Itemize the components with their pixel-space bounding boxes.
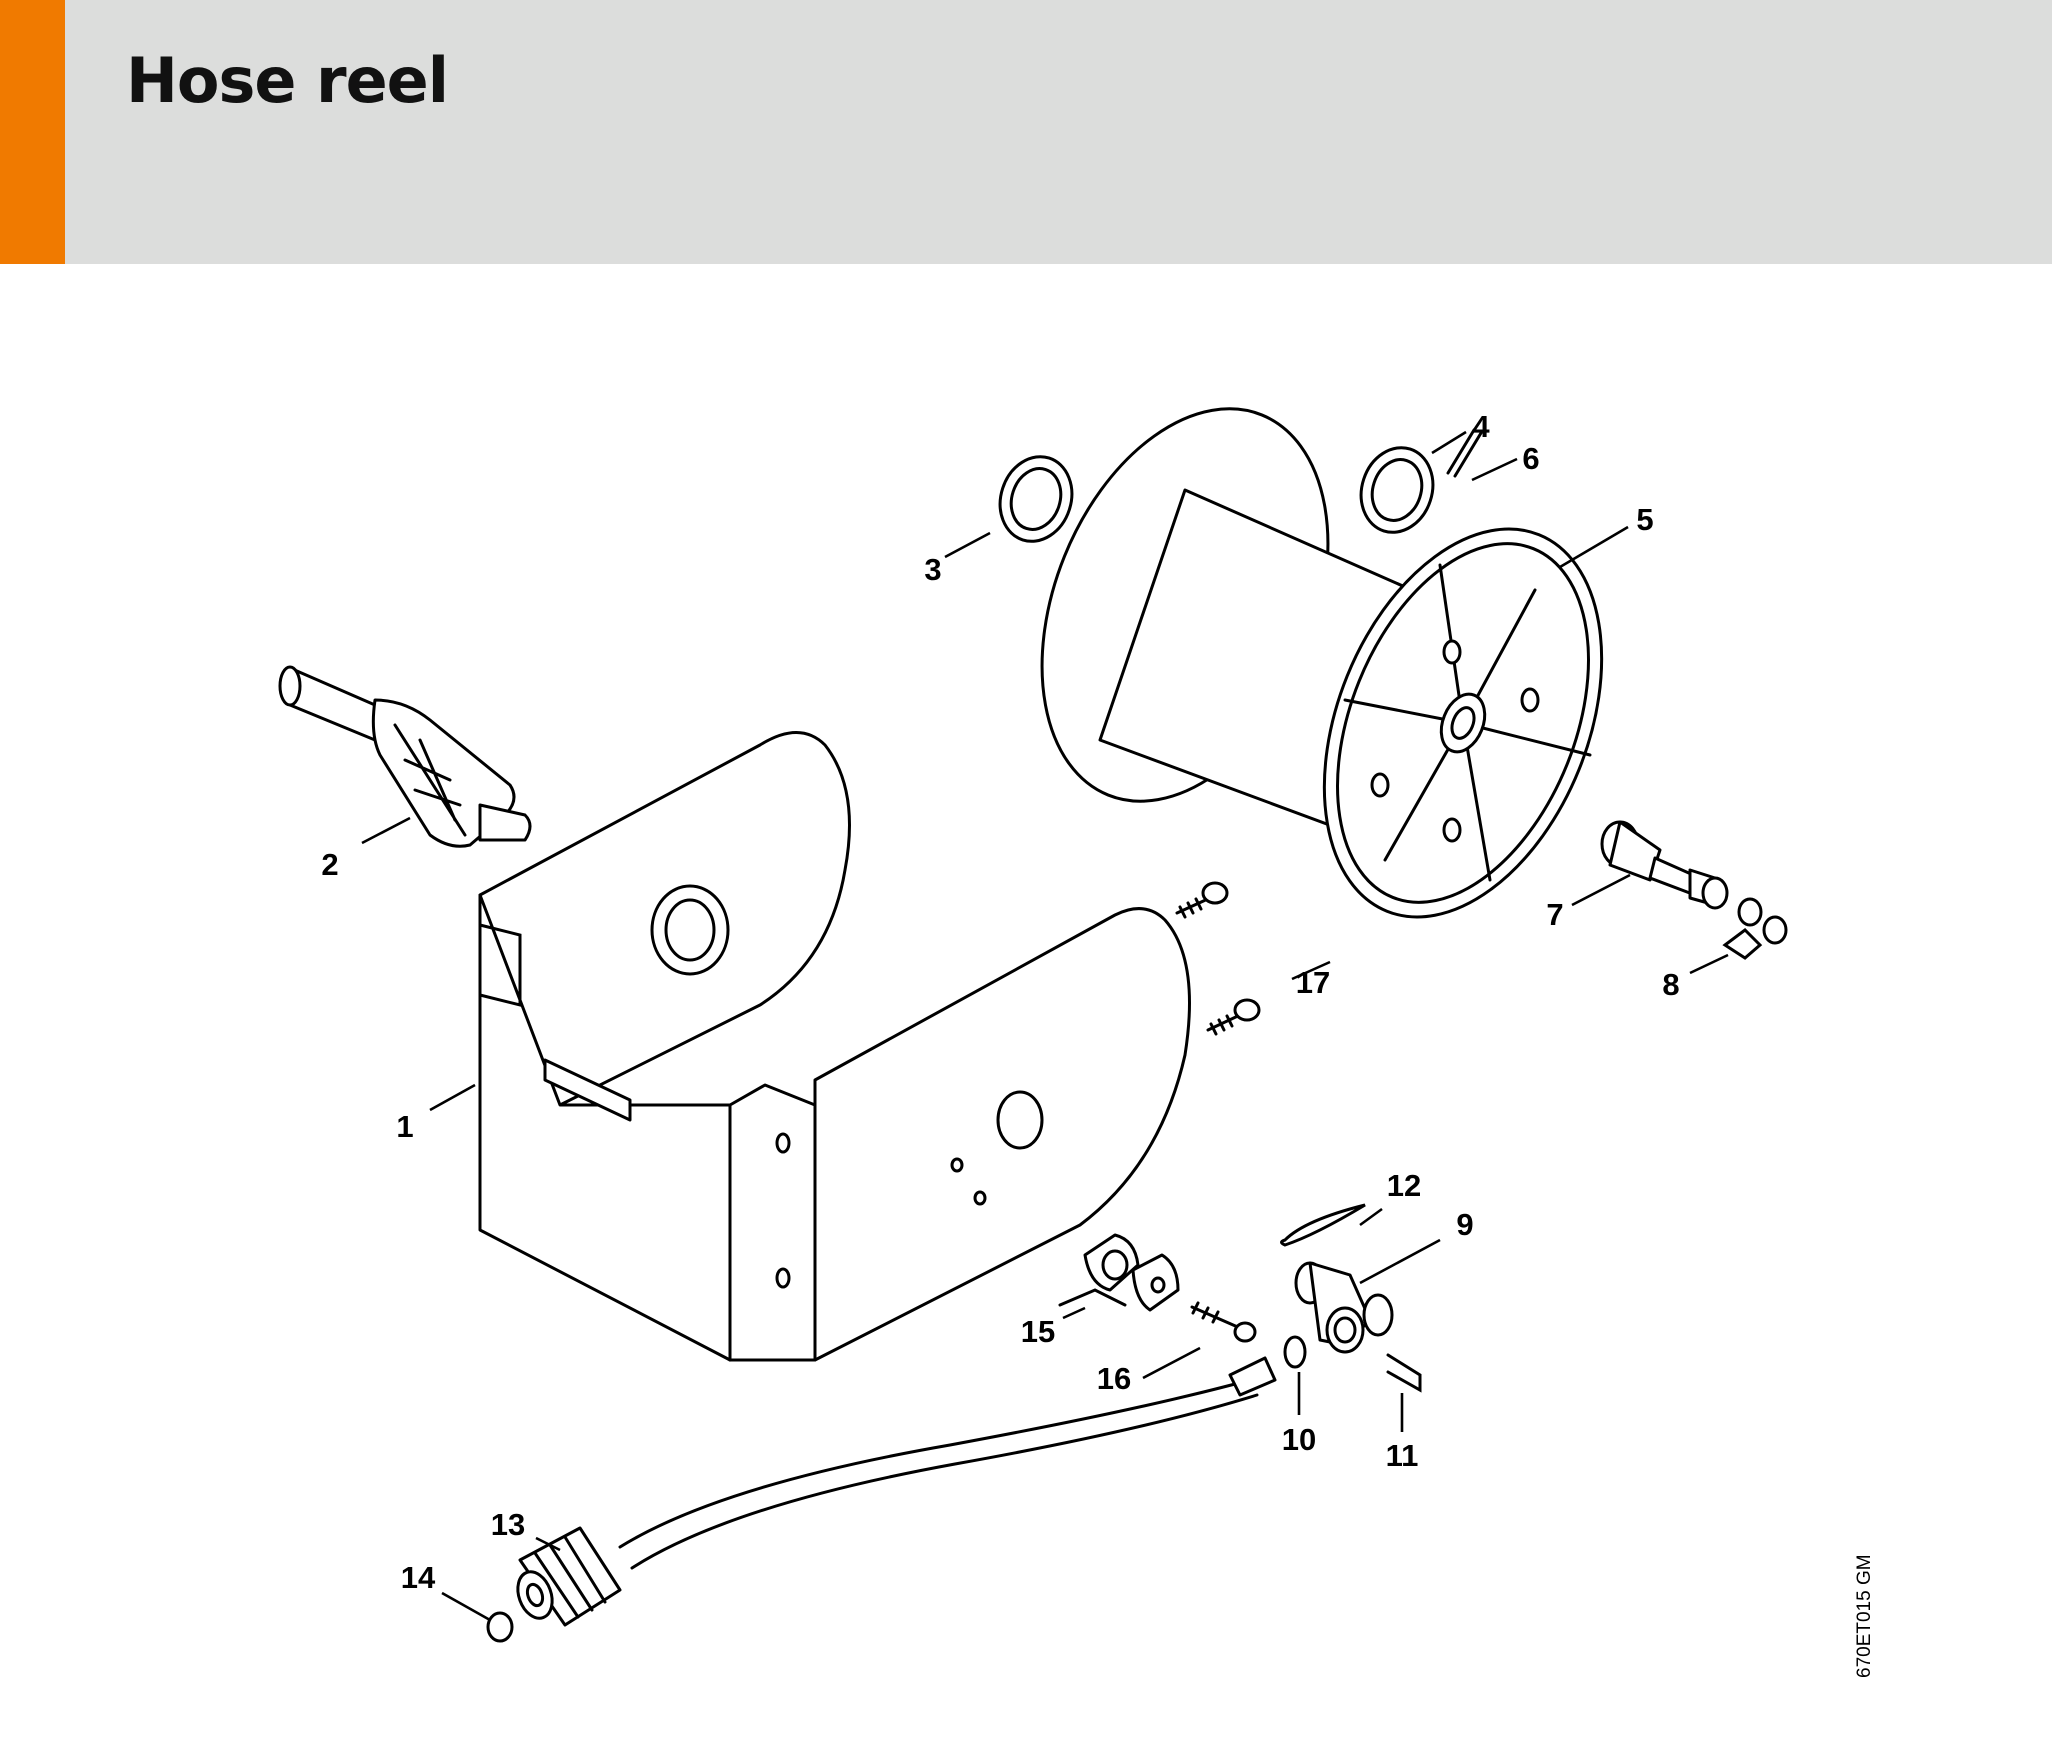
swivel-fitting bbox=[1600, 820, 1729, 910]
frame-housing bbox=[478, 731, 1191, 1362]
callout-15: 15 bbox=[1021, 1314, 1055, 1349]
callout-8: 8 bbox=[1662, 967, 1679, 1002]
high-pressure-hose bbox=[516, 1356, 1277, 1627]
callout-13: 13 bbox=[491, 1507, 525, 1542]
tapping-screw bbox=[1190, 1301, 1257, 1343]
handle bbox=[278, 665, 532, 848]
callout-6: 6 bbox=[1522, 441, 1539, 476]
callout-16: 16 bbox=[1097, 1361, 1131, 1396]
callout-9: 9 bbox=[1456, 1207, 1473, 1242]
callout-4: 4 bbox=[1472, 409, 1490, 444]
callout-2: 2 bbox=[321, 847, 338, 882]
callout-17: 17 bbox=[1296, 965, 1330, 1000]
drawing-code: 670ET015 GM bbox=[1854, 1554, 1875, 1678]
o-ring-hose bbox=[486, 1611, 514, 1643]
screw-lower bbox=[1206, 998, 1261, 1036]
pin bbox=[1446, 428, 1483, 478]
retaining-clip bbox=[1386, 1353, 1422, 1393]
callout-5: 5 bbox=[1636, 502, 1653, 537]
page-title: Hose reel bbox=[126, 44, 449, 117]
callout-7: 7 bbox=[1546, 897, 1563, 932]
callout-12: 12 bbox=[1387, 1168, 1421, 1203]
callout-14: 14 bbox=[401, 1560, 436, 1595]
leader-lines bbox=[361, 430, 1729, 1622]
callout-10: 10 bbox=[1282, 1422, 1316, 1457]
hose-guide-clips bbox=[1058, 1233, 1180, 1312]
page-header: Hose reel bbox=[0, 0, 2052, 264]
screw-upper bbox=[1175, 881, 1229, 919]
accent-bar bbox=[0, 0, 65, 264]
o-ring-coupling bbox=[1283, 1335, 1307, 1369]
reel-drum bbox=[1040, 407, 1604, 919]
elbow-coupling bbox=[1294, 1261, 1394, 1354]
callout-labels: 1 2 3 4 5 6 7 8 9 10 11 12 13 14 15 16 1… bbox=[321, 409, 1679, 1595]
split-pin bbox=[1280, 1203, 1366, 1247]
callout-1: 1 bbox=[396, 1109, 413, 1144]
o-rings-pair bbox=[1722, 897, 1788, 960]
callout-11: 11 bbox=[1386, 1438, 1419, 1473]
callout-3: 3 bbox=[924, 552, 941, 587]
